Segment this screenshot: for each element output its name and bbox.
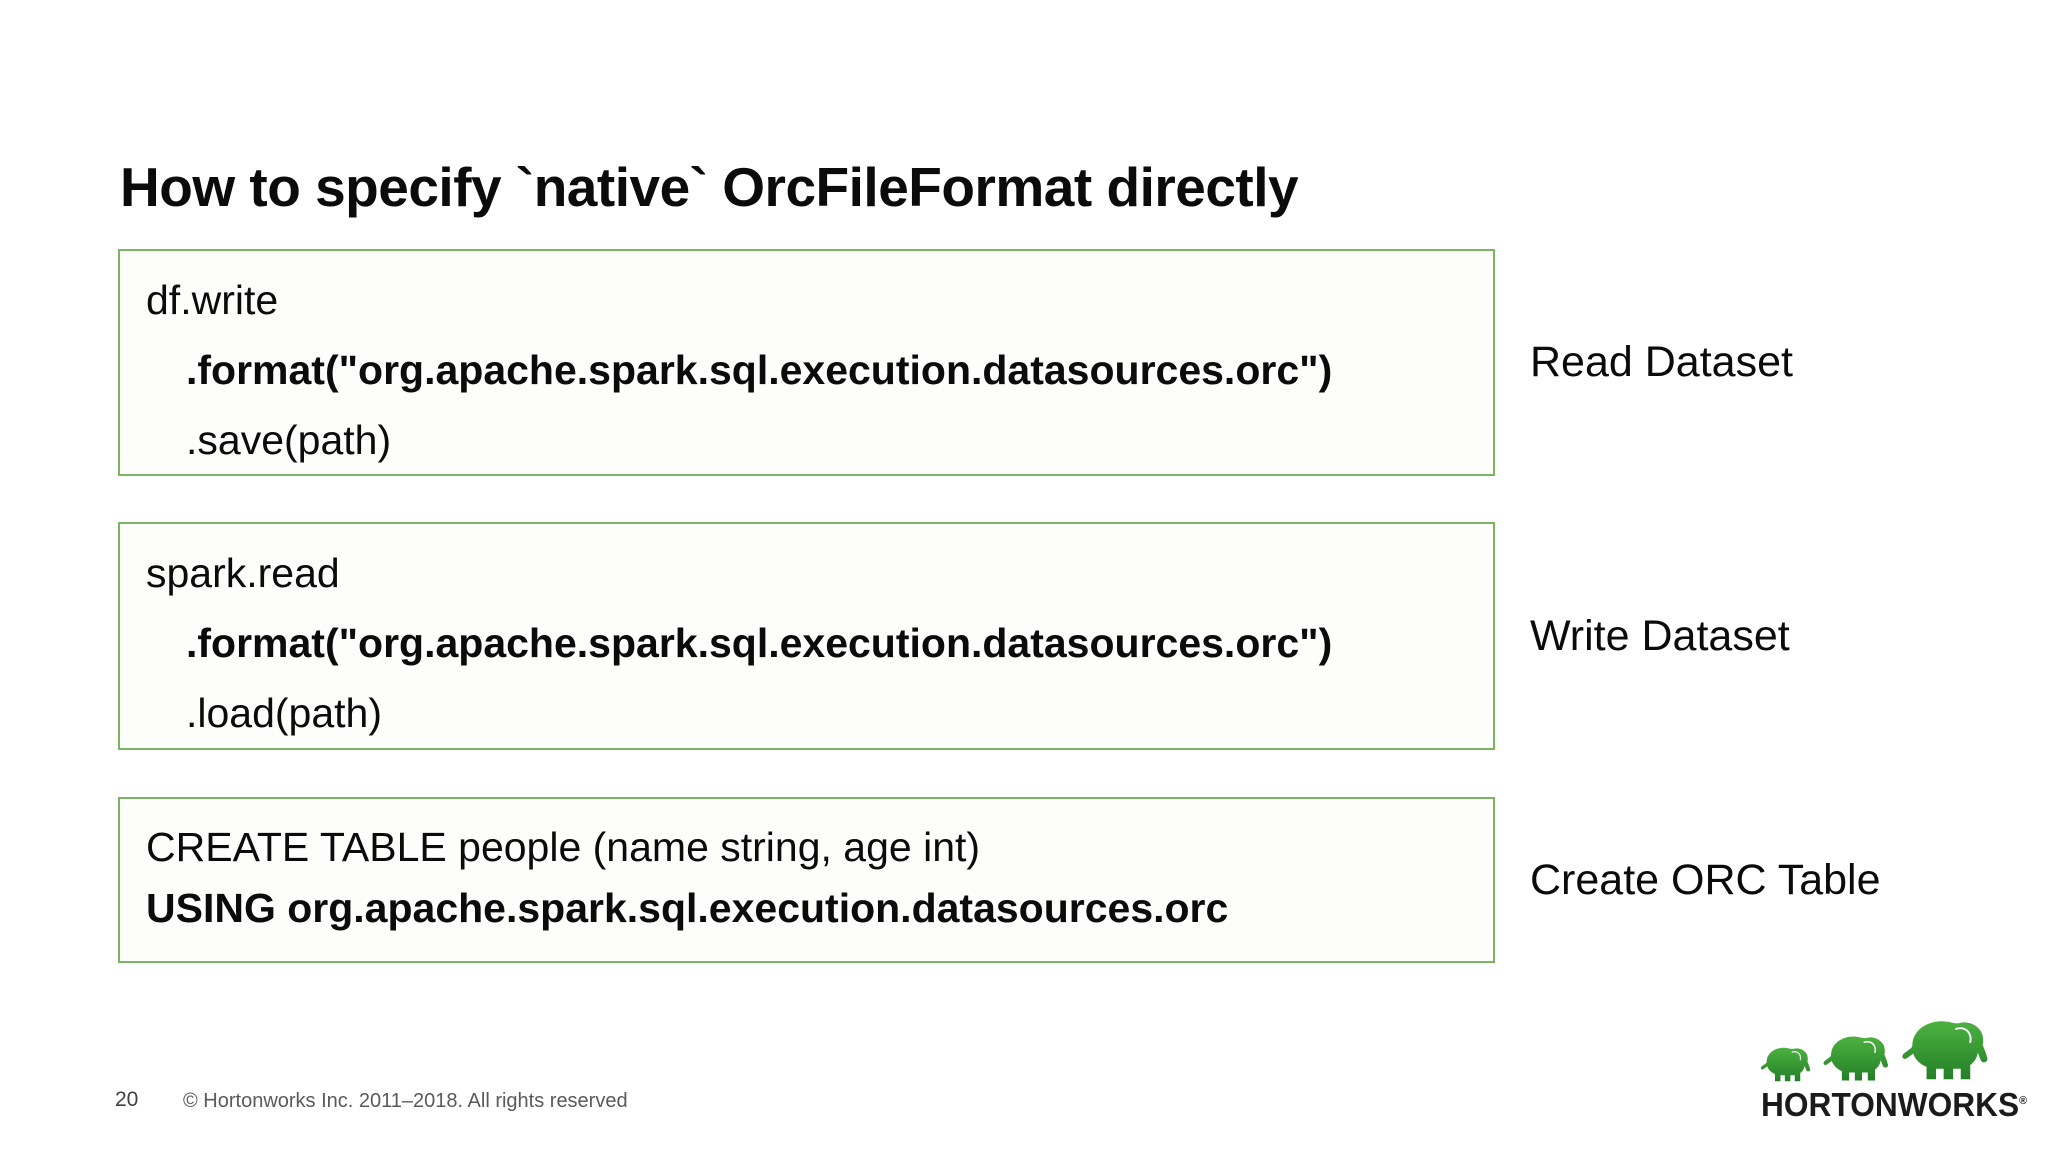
hortonworks-logo: HORTONWORKS®: [1756, 1018, 2027, 1124]
code-line: CREATE TABLE people (name string, age in…: [146, 824, 981, 870]
code-line: .format("org.apache.spark.sql.execution.…: [186, 620, 1333, 666]
slide-title: How to specify `native` OrcFileFormat di…: [120, 155, 1299, 218]
hortonworks-wordmark: HORTONWORKS®: [1761, 1086, 2027, 1124]
code-box-create-table: CREATE TABLE people (name string, age in…: [118, 797, 1495, 963]
code-line: df.write: [146, 277, 279, 323]
code-line: .save(path): [186, 417, 392, 463]
label-write-dataset: Write Dataset: [1530, 612, 1790, 660]
code-line: .format("org.apache.spark.sql.execution.…: [186, 347, 1333, 393]
code-box-read-dataframe: spark.read .format("org.apache.spark.sql…: [118, 522, 1495, 750]
code-line: USING org.apache.spark.sql.execution.dat…: [146, 885, 1229, 931]
copyright-text: © Hortonworks Inc. 2011–2018. All rights…: [183, 1090, 628, 1112]
wordmark-text: HORTONWORKS: [1761, 1086, 2020, 1123]
label-read-dataset: Read Dataset: [1530, 338, 1793, 386]
code-box-write-dataframe: df.write .format("org.apache.spark.sql.e…: [118, 249, 1495, 476]
hortonworks-elephants-icon: [1760, 1020, 1989, 1082]
label-create-orc-table: Create ORC Table: [1530, 856, 1881, 904]
code-line: .load(path): [186, 690, 383, 736]
page-number: 20: [115, 1088, 139, 1111]
code-line: spark.read: [146, 550, 340, 596]
registered-trademark: ®: [2019, 1095, 2027, 1107]
